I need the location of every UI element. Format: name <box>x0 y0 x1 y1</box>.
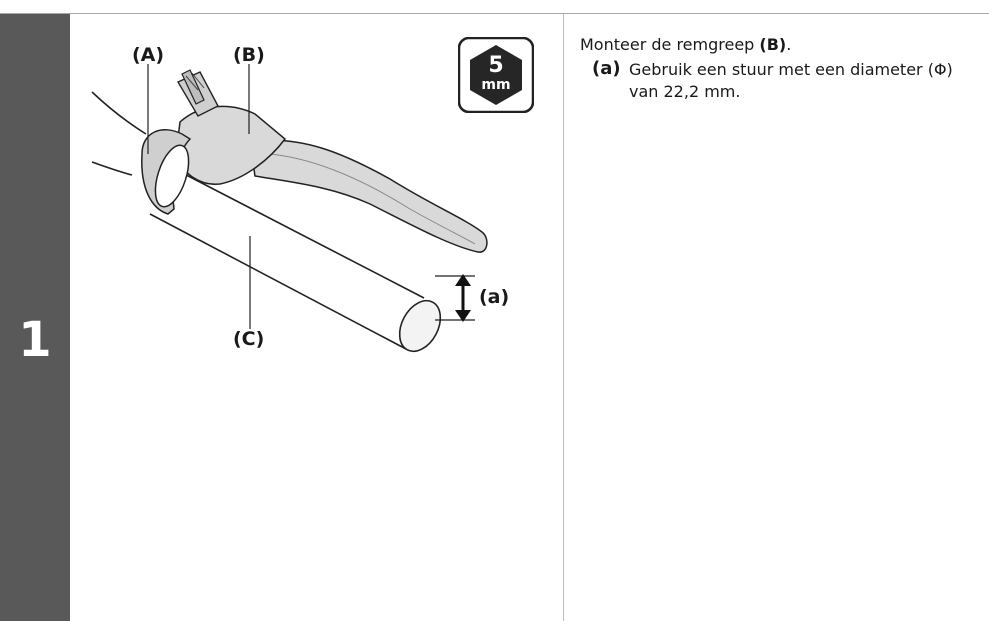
step-number: 1 <box>18 312 52 368</box>
column-divider <box>563 14 564 621</box>
sub-item-text: Gebruik een stuur met een diameter (Φ) v… <box>629 60 953 101</box>
tool-size: 5 <box>488 53 504 78</box>
hex-key-icon: 5 mm <box>458 37 534 113</box>
instruction-end: . <box>786 35 792 54</box>
top-rule <box>0 13 989 14</box>
instruction-body: Monteer de remgreep <box>580 35 760 54</box>
label-a: (A) <box>132 44 165 66</box>
tool-unit: mm <box>481 77 511 93</box>
sub-item-marker: (a) <box>592 58 621 79</box>
instruction-text: Monteer de remgreep (B). <box>580 34 970 56</box>
instructions: Monteer de remgreep (B). (a) Gebruik een… <box>580 34 970 103</box>
lever-drawing <box>91 64 488 353</box>
label-dimension: (a) <box>479 286 510 308</box>
instruction-ref: (B) <box>759 35 787 54</box>
label-c: (C) <box>233 328 265 350</box>
step-bar: 1 <box>0 14 70 621</box>
brake-lever-illustration: (A) (B) (C) (a) 5 mm <box>70 14 563 621</box>
label-b: (B) <box>233 44 265 66</box>
sub-item: (a) Gebruik een stuur met een diameter (… <box>580 58 970 103</box>
